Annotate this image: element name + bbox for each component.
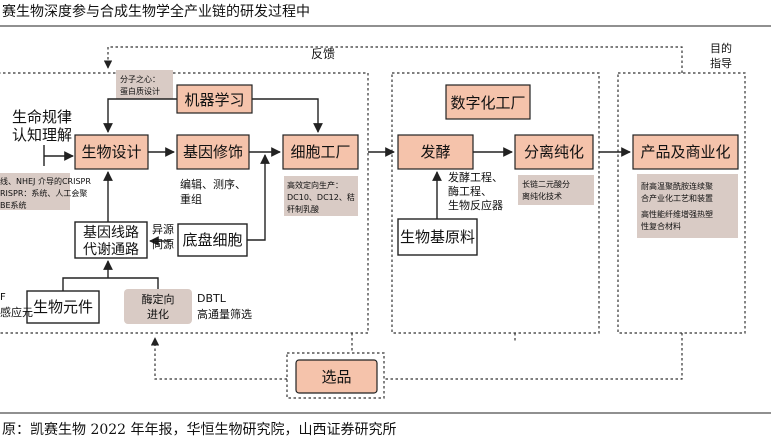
separation-note-2: 离纯化技术 — [522, 191, 562, 201]
bio-feedstock-box — [397, 218, 478, 256]
stage-frame-production — [391, 72, 600, 334]
ferm-sub-2: 酶工程、 — [448, 185, 492, 198]
product-label: 产品及商业化 — [640, 143, 730, 161]
cell-factory-note-bg — [284, 176, 358, 216]
stage-frame-design — [0, 72, 369, 334]
gene-circuit-label-1: 基因线路 — [83, 224, 139, 241]
mol-heart-note-1: 分子之心： — [120, 74, 160, 84]
crispr-note-1: 线、NHEJ 介导的CRISPR — [0, 176, 91, 186]
machine-learning-box — [176, 84, 253, 114]
chassis-cell-label: 底盘细胞 — [182, 231, 242, 249]
gene-mod-sub-1: 编辑、测序、 — [180, 177, 246, 191]
separation-label: 分离纯化 — [524, 143, 584, 161]
left-fragment-top: F — [0, 292, 6, 303]
elements-connector — [62, 277, 159, 291]
arrow-ml-to-design — [103, 98, 177, 133]
crispr-note-3: BE系统 — [0, 200, 27, 210]
gene-mod-sub-2: 重组 — [180, 192, 202, 206]
ferm-sub-3: 生物反应器 — [448, 198, 503, 212]
product-note-2: 合产业化工艺和装置 — [641, 193, 713, 203]
dbtl-label: DBTL — [197, 292, 227, 305]
product-box — [632, 134, 739, 170]
enzyme-evolution-2: 进化 — [147, 307, 169, 321]
crispr-note-2: RISPR：系统、人工会聚 — [0, 188, 87, 198]
bio-element-label: 生物元件 — [33, 298, 93, 316]
enzyme-evolution-bg — [124, 289, 192, 324]
ferm-sub-1: 发酵工程、 — [448, 170, 503, 184]
separation-note-bg — [518, 175, 594, 205]
selection-loop-left — [150, 337, 287, 380]
enzyme-evolution-1: 酶定向 — [142, 292, 175, 306]
feedback-arrow — [103, 46, 683, 73]
cell-factory-label: 细胞工厂 — [290, 143, 350, 161]
gene-circuit-box — [74, 221, 148, 259]
goal-label-2: 指导 — [710, 56, 732, 70]
cell-factory-note-2: DC10、DC12、秸 — [287, 192, 355, 202]
feedback-label: 反馈 — [311, 47, 335, 61]
bio-design-label: 生物设计 — [81, 143, 141, 161]
life-rules-label-2: 认知理解 — [12, 126, 72, 144]
separation-box — [514, 134, 594, 170]
crispr-note-bg — [0, 173, 70, 210]
hts-label: 高通量筛选 — [197, 307, 252, 321]
source-note: 原：凯赛生物 2022 年年报，华恒生物研究院，山西证券研究所 — [2, 422, 397, 438]
mol-heart-note-2: 蛋白质设计 — [120, 86, 160, 96]
cell-factory-box — [282, 134, 359, 170]
bio-design-box — [74, 134, 149, 170]
selection-loop-right — [384, 333, 683, 380]
cell-factory-note-1: 高效定向生产： — [287, 180, 343, 190]
machine-learning-label: 机器学习 — [184, 91, 244, 109]
mol-heart-note-bg — [116, 70, 173, 99]
fermentation-label: 发酵 — [420, 143, 450, 161]
product-note-bg — [637, 174, 738, 238]
digital-factory-label: 数字化工厂 — [450, 94, 525, 112]
product-note-1: 耐高温聚酰胺连续聚 — [641, 181, 713, 191]
product-note-4: 性复合材料 — [641, 221, 681, 231]
left-fragment-bottom: 感应元 — [0, 305, 33, 319]
bio-feedstock-label: 生物基原料 — [400, 228, 475, 246]
selection-frame — [286, 352, 385, 399]
selection-label: 选品 — [321, 368, 351, 386]
homo-label: 同源 — [152, 237, 174, 251]
separation-note-1: 长链二元酸分 — [522, 179, 570, 189]
goal-label-1: 目的 — [710, 41, 732, 55]
cell-factory-note-3: 秆制乳酸 — [287, 204, 319, 214]
arrow-ml-to-cell-factory — [252, 98, 323, 133]
selection-box — [295, 359, 378, 394]
diagram-title: 赛生物深度参与合成生物学全产业链的研发过程中 — [2, 3, 310, 20]
gene-circuit-label-2: 代谢通路 — [83, 242, 139, 258]
hetero-label: 异源 — [152, 222, 174, 236]
gene-mod-label: 基因修饰 — [183, 143, 243, 161]
life-rules-label-1: 生命规律 — [12, 108, 72, 126]
digital-factory-box — [445, 84, 531, 120]
arrow-chassis-to-cell-factory — [247, 154, 270, 241]
product-note-3: 高性能纤维增强热塑 — [641, 209, 713, 219]
